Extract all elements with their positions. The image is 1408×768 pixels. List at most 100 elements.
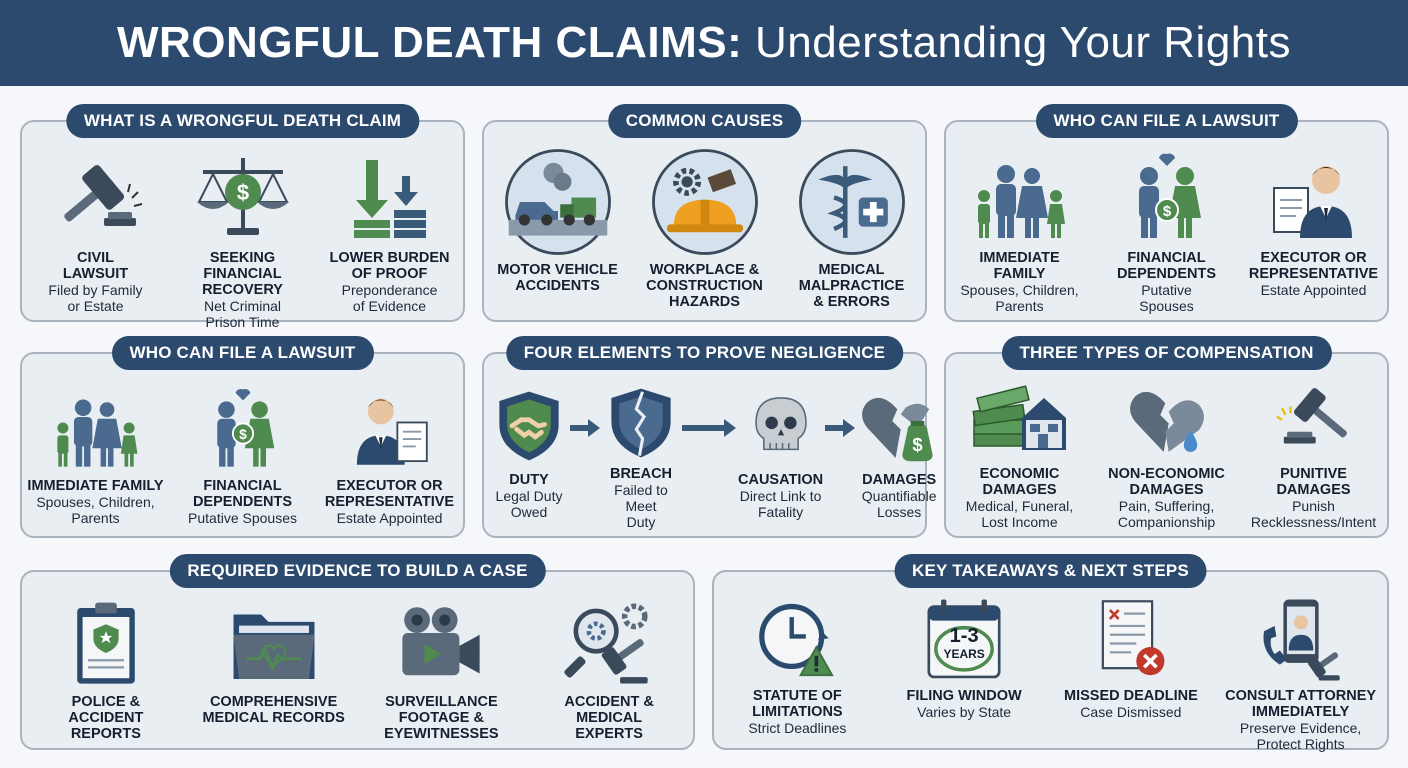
item-sub: Strict Deadlines: [748, 720, 847, 736]
police-report-icon: [61, 598, 151, 690]
item-economic: ECONOMIC DAMAGES Medical, Funeral, Lost …: [950, 378, 1090, 530]
page-title: WRONGFUL DEATH CLAIMS: Understanding You…: [116, 18, 1291, 67]
item-experts: ACCIDENT & MEDICAL EXPERTS: [534, 598, 684, 742]
item-motor-vehicle: MOTOR VEHICLE ACCIDENTS: [488, 146, 628, 314]
hardhat-icon: [649, 146, 761, 258]
panel-key-takeaways: KEY TAKEAWAYS & NEXT STEPS STATUTE OF LI…: [712, 554, 1389, 752]
item-label: STATUTE OF LIMITATIONS: [752, 688, 843, 720]
panel-title: THREE TYPES OF COMPENSATION: [1001, 336, 1332, 370]
arrow-icon: [680, 418, 738, 530]
item-label: DUTY: [509, 472, 549, 488]
balance-arrows-icon: [340, 146, 440, 246]
item-sub: Estate Appointed: [336, 510, 443, 526]
family-icon: [970, 146, 1070, 246]
calendar-icon: 1-3 YEARS: [919, 596, 1009, 684]
item-immediate-family: IMMEDIATE FAMILY Spouses, Children, Pare…: [26, 382, 166, 530]
item-filing-window: 1-3 YEARS FILING WINDOW Varies by State: [889, 596, 1039, 742]
item-label: FILING WINDOW: [906, 688, 1022, 704]
panel-title: COMMON CAUSES: [607, 104, 802, 138]
item-label: MEDICAL MALPRACTICE & ERRORS: [798, 262, 905, 310]
item-label: WORKPLACE & CONSTRUCTION HAZARDS: [646, 262, 763, 310]
item-label: MISSED DEADLINE: [1064, 688, 1198, 704]
expert-magnifier-icon: [561, 598, 657, 690]
item-non-economic: NON-ECONOMIC DAMAGES Pain, Suffering, Co…: [1097, 378, 1237, 530]
item-sub: Failed to Meet Duty: [614, 482, 668, 530]
item-sub: Legal Duty Owed: [495, 488, 563, 520]
item-burden-of-proof: LOWER BURDEN OF PROOF Preponderance of E…: [320, 146, 460, 314]
item-label: IMMEDIATE FAMILY: [979, 250, 1060, 282]
medical-folder-icon: [226, 598, 322, 690]
item-punitive: PUNITIVE DAMAGES Punish Recklessness/Int…: [1244, 378, 1384, 530]
panel-who-can-file-2: WHO CAN FILE A LAWSUIT IMMEDIATE FAMILY …: [20, 336, 465, 538]
item-sub: Case Dismissed: [1080, 704, 1182, 720]
item-civil-lawsuit: CIVIL LAWSUIT Filed by Family or Estate: [26, 146, 166, 314]
item-surveillance: SURVEILLANCE FOOTAGE & EYEWITNESSES: [366, 598, 516, 742]
panel-title: WHO CAN FILE A LAWSUIT: [111, 336, 374, 370]
phone-attorney-icon: [1256, 596, 1346, 684]
clock-warning-icon: [752, 596, 842, 684]
item-label: EXECUTOR OR REPRESENTATIVE: [1248, 250, 1379, 282]
svg-text:$: $: [236, 180, 248, 205]
item-label: COMPREHENSIVE MEDICAL RECORDS: [202, 694, 345, 726]
item-label: CIVIL LAWSUIT: [62, 250, 129, 282]
item-label: IMMEDIATE FAMILY: [27, 478, 164, 494]
calendar-badge-top: 1-3: [949, 625, 979, 647]
item-consult-attorney: CONSULT ATTORNEY IMMEDIATELY Preserve Ev…: [1223, 596, 1379, 752]
panel-title: WHAT IS A WRONGFUL DEATH CLAIM: [65, 104, 420, 138]
item-label: SEEKING FINANCIAL RECOVERY: [202, 250, 283, 298]
video-camera-icon: [393, 598, 489, 690]
item-missed-deadline: MISSED DEADLINE Case Dismissed: [1056, 596, 1206, 742]
item-financial-dependents: $ FINANCIAL DEPENDENTS Putative Spouses: [173, 382, 313, 530]
item-sub: Filed by Family or Estate: [48, 282, 143, 314]
item-sub: Punish Recklessness/Intent: [1250, 498, 1377, 530]
item-breach: BREACH Failed to Meet Duty: [602, 384, 680, 530]
family-icon: [50, 382, 142, 474]
item-sub: Direct Link to Fatality: [739, 488, 822, 520]
item-label: DAMAGES: [862, 472, 937, 488]
item-financial-dependents: $ FINANCIAL DEPENDENTS Putative Spouses: [1097, 146, 1237, 314]
item-label: CAUSATION: [738, 472, 824, 488]
item-label: POLICE & ACCIDENT REPORTS: [68, 694, 144, 742]
page-header: WRONGFUL DEATH CLAIMS: Understanding You…: [0, 0, 1408, 86]
panel-title: WHO CAN FILE A LAWSUIT: [1035, 104, 1298, 138]
item-duty: DUTY Legal Duty Owed: [490, 384, 568, 530]
handshake-shield-icon: [490, 384, 568, 468]
car-crash-icon: [502, 146, 614, 258]
panel-who-can-file-1: WHO CAN FILE A LAWSUIT IMMEDIATE FAMILY …: [944, 104, 1389, 322]
item-sub: Estate Appointed: [1260, 282, 1367, 298]
broken-shield-icon: [602, 384, 680, 462]
item-sub: Pain, Suffering, Companionship: [1117, 498, 1216, 530]
item-financial-recovery: $ SEEKING FINANCIAL RECOVERY Net Crimina…: [173, 146, 313, 330]
item-label: NON-ECONOMIC DAMAGES: [1108, 466, 1225, 498]
item-label: CONSULT ATTORNEY IMMEDIATELY: [1225, 688, 1377, 720]
panel-title: FOUR ELEMENTS TO PROVE NEGLIGENCE: [505, 336, 904, 370]
executor-icon: [1264, 146, 1364, 246]
dependents-icon: $: [197, 382, 289, 474]
item-sub: Spouses, Children, Parents: [960, 282, 1079, 314]
item-sub: Preponderance of Evidence: [341, 282, 438, 314]
executor-icon: [344, 382, 436, 474]
panel-common-causes: COMMON CAUSES MOTOR VEHICLE ACCIDENTS WO…: [482, 104, 927, 322]
item-damages: $ DAMAGES Quantifiable Losses: [857, 384, 941, 530]
arrow-icon: [823, 418, 857, 530]
caduceus-icon: [796, 146, 908, 258]
panel-evidence: REQUIRED EVIDENCE TO BUILD A CASE POLICE…: [20, 554, 695, 750]
item-sub: Spouses, Children, Parents: [36, 494, 155, 526]
item-sub: Net Criminal Prison Time: [203, 298, 281, 330]
item-label: FINANCIAL DEPENDENTS: [192, 478, 293, 510]
calendar-badge-bottom: YEARS: [943, 647, 985, 661]
svg-text:$: $: [912, 434, 923, 455]
item-sub: Varies by State: [917, 704, 1012, 720]
item-sub: Quantifiable Losses: [861, 488, 937, 520]
item-label: BREACH: [609, 466, 673, 482]
item-medical-records: COMPREHENSIVE MEDICAL RECORDS: [199, 598, 349, 742]
gavel-strike-icon: [1272, 378, 1356, 462]
item-statute: STATUTE OF LIMITATIONS Strict Deadlines: [722, 596, 872, 742]
panel-compensation: THREE TYPES OF COMPENSATION ECONOMIC DAM…: [944, 336, 1389, 538]
item-label: ECONOMIC DAMAGES: [979, 466, 1060, 498]
item-label: ACCIDENT & MEDICAL EXPERTS: [564, 694, 654, 742]
item-label: EXECUTOR OR REPRESENTATIVE: [324, 478, 455, 510]
item-label: LOWER BURDEN OF PROOF: [329, 250, 450, 282]
arrow-icon: [568, 418, 602, 530]
item-executor: EXECUTOR OR REPRESENTATIVE Estate Appoin…: [320, 382, 460, 530]
